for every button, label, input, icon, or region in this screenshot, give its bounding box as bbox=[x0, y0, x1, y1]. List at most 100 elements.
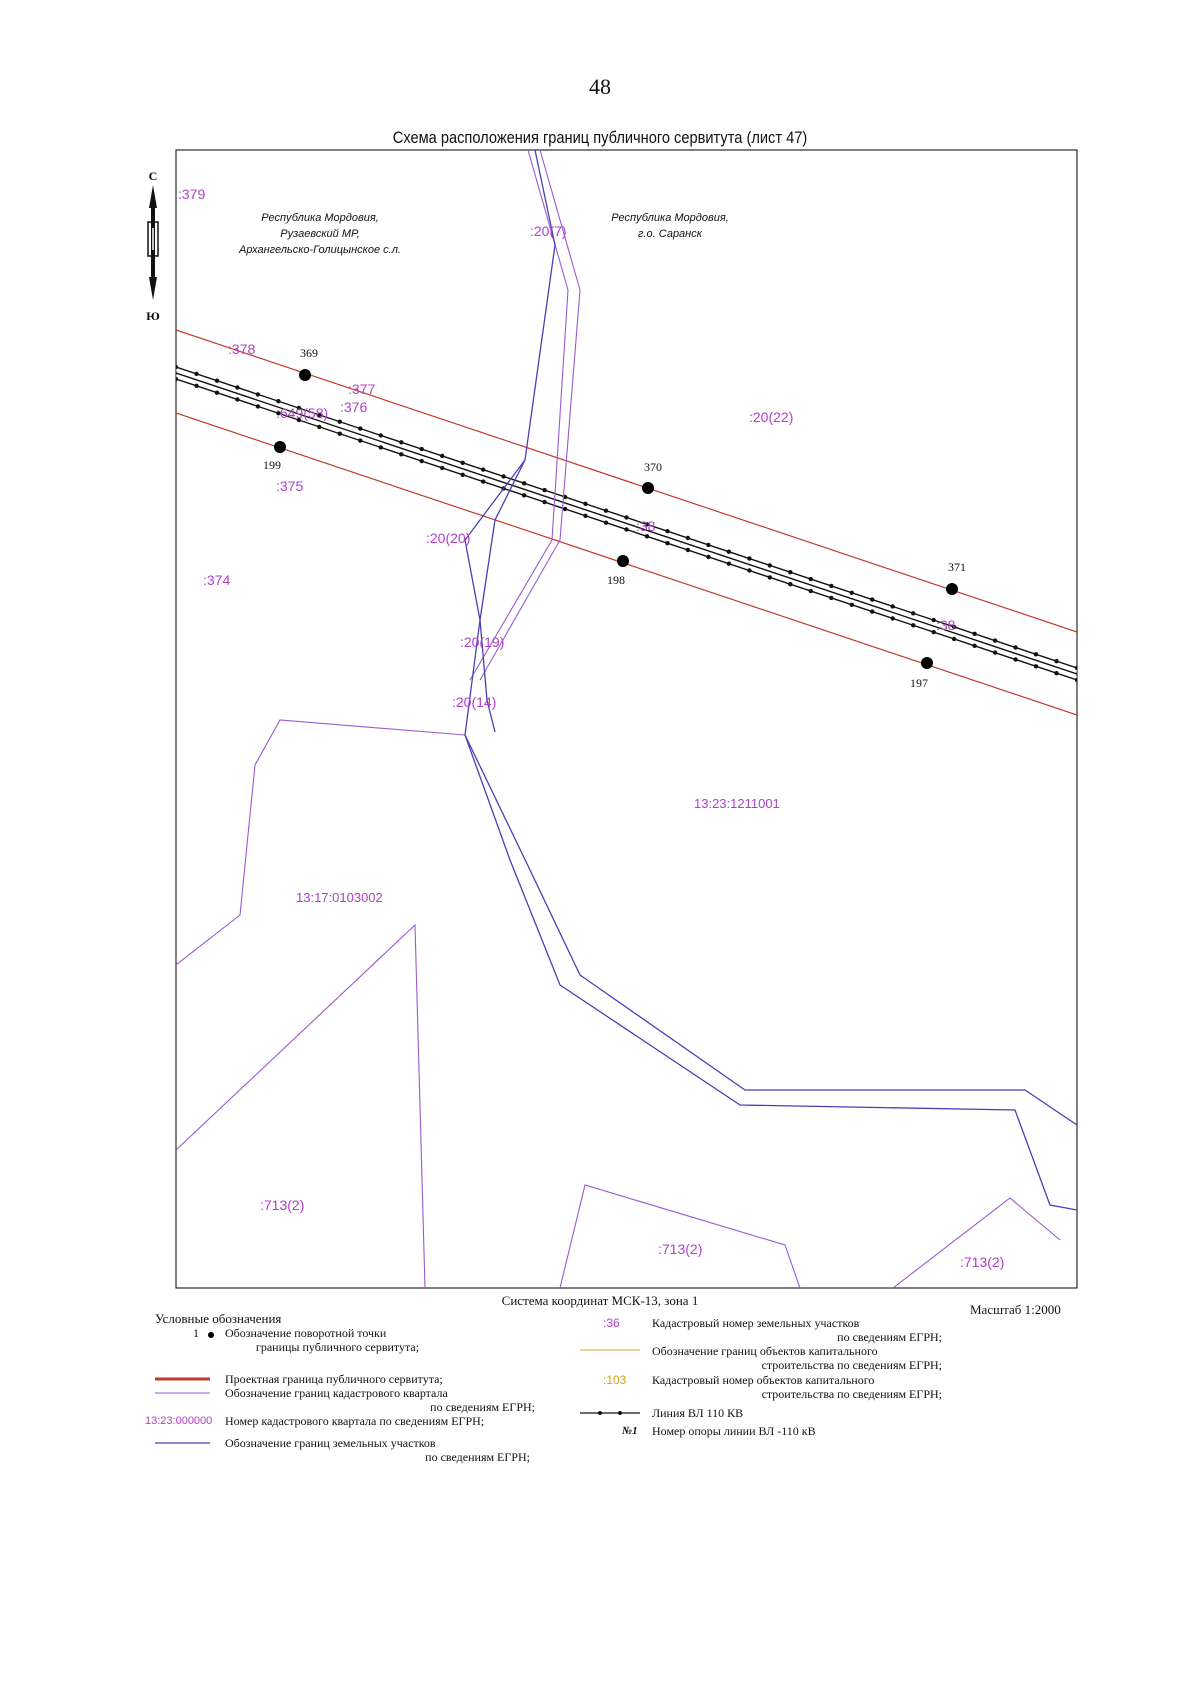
servitude-boundary-north bbox=[176, 329, 1077, 633]
pylon-dot bbox=[992, 638, 998, 643]
pylon-dot bbox=[706, 554, 711, 560]
region-right-line-2: г.о. Саранск bbox=[638, 228, 702, 240]
pylon-dot bbox=[767, 563, 772, 568]
pylon-dot bbox=[747, 556, 752, 561]
pylon-dot bbox=[337, 419, 342, 424]
pylon-dot bbox=[276, 411, 281, 416]
pylon-dot bbox=[685, 547, 691, 553]
legend-parcel-boundary-line-1: Обозначение границ земельных участков bbox=[225, 1436, 436, 1450]
pylon-dot bbox=[419, 458, 424, 464]
coordinate-system-label: Система координат МСК-13, зона 1 bbox=[501, 1293, 699, 1308]
point-label-198: 198 bbox=[607, 573, 625, 587]
point-197 bbox=[921, 657, 933, 669]
legend-capital-number-line-2: строительства по сведениям ЕГРН; bbox=[761, 1387, 942, 1401]
pylon-dot bbox=[685, 535, 691, 541]
pylon-dot bbox=[911, 623, 916, 628]
compass-north-arrow bbox=[147, 185, 159, 300]
pylon-dot bbox=[665, 541, 670, 546]
pylon-dot bbox=[562, 506, 568, 512]
pylon-dot bbox=[706, 542, 711, 548]
legend-quarter-number-text: Номер кадастрового квартала по сведениям… bbox=[225, 1414, 485, 1428]
legend-capital-boundary-line-2: строительства по сведениям ЕГРН; bbox=[761, 1358, 942, 1372]
pylon-dot bbox=[358, 426, 363, 431]
parcel-label-713-a: :713(2) bbox=[260, 1197, 304, 1213]
pylon-dot bbox=[890, 616, 895, 621]
pylon-dot bbox=[194, 371, 199, 376]
pylon-dot bbox=[788, 582, 793, 587]
parcel-label-377: :377 bbox=[348, 381, 375, 397]
legend-point-text: Обозначение поворотной точки границы пуб… bbox=[225, 1326, 450, 1354]
pylon-dot bbox=[665, 529, 670, 534]
pylon-dot bbox=[1033, 664, 1039, 669]
pylon-dot bbox=[501, 474, 506, 479]
pylon-dot bbox=[542, 487, 547, 493]
pylon-dot bbox=[542, 499, 547, 505]
pylon-dot bbox=[214, 390, 220, 395]
legend-parcel-boundary-text: Обозначение границ земельных участков по… bbox=[225, 1436, 530, 1464]
pylon-dot bbox=[255, 392, 261, 397]
pylon-dot bbox=[972, 643, 977, 648]
legend-pylon-text: Номер опоры линии ВЛ -110 кВ bbox=[652, 1424, 816, 1438]
region-label-right: Республика Мордовия, г.о. Саранск bbox=[595, 210, 745, 242]
legend-quarter-sample: 13:23:000000 bbox=[145, 1415, 213, 1427]
point-label-199: 199 bbox=[263, 458, 281, 472]
pylon-dot bbox=[644, 522, 650, 527]
pylon-dot bbox=[829, 583, 834, 589]
point-198 bbox=[617, 555, 629, 567]
legend-symbols bbox=[155, 1332, 640, 1444]
region-label-left: Республика Мордовия, Рузаевский МР, Арха… bbox=[215, 210, 425, 258]
pylon-dot bbox=[911, 611, 916, 616]
point-370 bbox=[642, 482, 654, 494]
pylon-dot bbox=[808, 588, 813, 594]
pylon-dot bbox=[829, 595, 834, 601]
parcel-label-649: :649(58) bbox=[276, 405, 328, 421]
pylon-dot bbox=[624, 515, 629, 520]
pylon-dot bbox=[849, 590, 854, 595]
region-left-line-2: Рузаевский МР, bbox=[280, 228, 360, 240]
legend-point-line-1: Обозначение поворотной точки bbox=[225, 1326, 387, 1340]
pylon-dot bbox=[194, 383, 199, 388]
pylon-dot bbox=[1033, 652, 1039, 657]
pylon-dot bbox=[726, 561, 732, 566]
parcel-label-375: :375 bbox=[276, 478, 303, 494]
parcel-label-20-20: :20(20) bbox=[426, 530, 470, 546]
quarter-label-0103002: 13:17:0103002 bbox=[296, 890, 383, 905]
pylon-dot bbox=[481, 479, 486, 484]
legend-capital-sample: :103 bbox=[603, 1373, 627, 1387]
legend-point-symbol bbox=[208, 1332, 214, 1338]
parcel-label-378: :378 bbox=[228, 341, 255, 357]
legend-capital-number-text: Кадастровый номер объектов капитального … bbox=[652, 1373, 942, 1401]
pylon-dot bbox=[1074, 665, 1077, 671]
parcel-label-20-14: :20(14) bbox=[452, 694, 496, 710]
pylon-dot bbox=[788, 570, 793, 575]
legend-servitude-text: Проектная граница публичного сервитута; bbox=[225, 1372, 443, 1386]
pylon-dot bbox=[992, 650, 998, 655]
point-label-371: 371 bbox=[948, 560, 966, 574]
pylon-dot bbox=[726, 549, 732, 554]
legend-parcel-number-text: Кадастровый номер земельных участков по … bbox=[652, 1316, 942, 1344]
pylon-dot bbox=[767, 575, 772, 580]
legend-capital-boundary-line-1: Обозначение границ объектов капитального bbox=[652, 1344, 878, 1358]
parcel-label-713-b: :713(2) bbox=[658, 1241, 702, 1257]
region-right-line-1: Республика Мордовия, bbox=[611, 212, 729, 224]
pylon-dot bbox=[419, 446, 424, 452]
pylon-dot bbox=[931, 617, 936, 623]
map-frame bbox=[175, 149, 1078, 1289]
legend-parcel-number-line-2: по сведениям ЕГРН; bbox=[837, 1330, 942, 1344]
pylon-dot bbox=[747, 568, 752, 573]
pylon-dot bbox=[521, 481, 527, 486]
quarter-boundaries bbox=[176, 150, 1061, 1288]
pylon-dot bbox=[521, 493, 527, 498]
pylon-dot bbox=[481, 467, 486, 472]
pylon-dot bbox=[255, 404, 261, 409]
pylon-dot bbox=[890, 604, 895, 609]
legend-point-line-2: границы публичного сервитута; bbox=[255, 1340, 420, 1354]
pylon-dot bbox=[235, 385, 240, 390]
legend-parcel-number-line-1: Кадастровый номер земельных участков bbox=[652, 1316, 860, 1330]
pylon-dot bbox=[951, 624, 957, 630]
legend-capital-number-line-1: Кадастровый номер объектов капитального bbox=[652, 1373, 875, 1387]
pylon-dot bbox=[378, 445, 383, 450]
pylon-dot bbox=[337, 431, 342, 436]
parcel-label-38-a: :38 bbox=[636, 518, 656, 534]
